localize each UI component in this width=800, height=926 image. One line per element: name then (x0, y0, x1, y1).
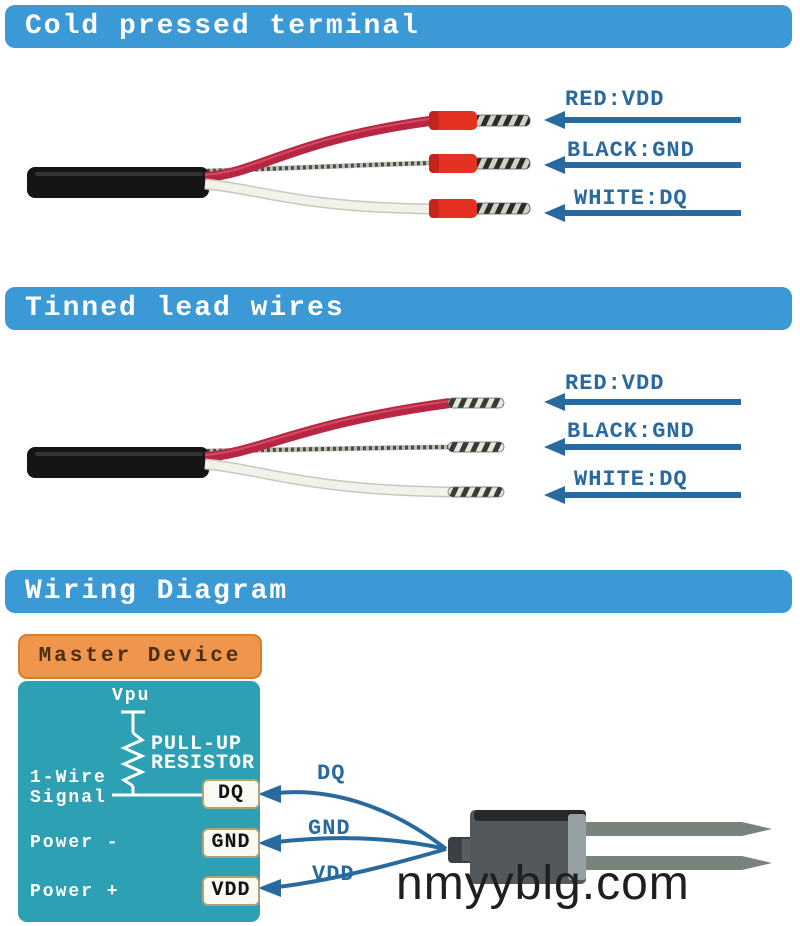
left-arrow-icon (544, 438, 741, 456)
cable-photo-tinned-lead-wires (27, 397, 505, 498)
curve-arrowheads (258, 785, 281, 897)
pin-vdd: VDD (202, 876, 260, 906)
curve-label-dq: DQ (317, 761, 346, 786)
left-arrow-icon (544, 486, 741, 504)
wire-label-black-gnd: BLACK:GND (567, 419, 695, 444)
arrowhead (544, 438, 565, 456)
white-wire (204, 460, 451, 496)
sensor-nub-face (462, 839, 470, 861)
wire-label-white-dq: WHITE:DQ (574, 467, 688, 492)
wire-label-red-vdd: RED:VDD (565, 371, 665, 396)
power-plus-label: Power + (30, 882, 120, 902)
arrowhead (544, 393, 565, 411)
red-ferrule (429, 111, 477, 130)
arrow-shaft (561, 399, 741, 405)
red-ferrule-collar (429, 154, 439, 173)
left-arrow-icon (544, 111, 741, 129)
tinned-tip (447, 486, 505, 498)
watermark-text: nmyyblg.com (396, 857, 690, 910)
red-ferrule (429, 154, 477, 173)
sensor-body (470, 810, 586, 884)
arrowhead (258, 879, 281, 897)
arrow-shaft (561, 444, 741, 450)
red-ferrule (429, 199, 477, 218)
left-arrow-icon (544, 156, 741, 174)
arrowhead (544, 486, 565, 504)
probe-prong-top (580, 822, 772, 836)
terminal-pin (472, 114, 531, 127)
red-wire (204, 116, 431, 182)
wiring-schematic (112, 710, 772, 897)
pullup-label-line1: PULL-UP (151, 733, 243, 756)
arrow-shaft (561, 492, 741, 498)
probe-prong-bottom (580, 856, 772, 870)
red-wire-highlight (204, 118, 431, 176)
white-wire (204, 180, 431, 213)
left-arrow-icon (544, 204, 741, 222)
cable-photo-cold-pressed-terminal (27, 111, 531, 218)
curve-label-vdd: VDD (312, 862, 355, 887)
pin-dq: DQ (202, 779, 260, 809)
master-device-label: Master Device (38, 645, 242, 668)
left-arrow-icon (544, 393, 741, 411)
gnd-curve (276, 836, 447, 851)
red-wire (204, 398, 451, 462)
section-header-wiring-diagram: Wiring Diagram (5, 570, 792, 613)
sensor-probe-photo (448, 810, 772, 884)
terminal-pin (472, 202, 531, 215)
one-wire-signal-label-line1: 1-Wire (30, 768, 107, 788)
sensor-body-top (474, 810, 586, 821)
power-minus-label: Power - (30, 833, 120, 853)
section-header-tinned-wires: Tinned lead wires (5, 287, 792, 330)
pullup-label-line2: RESISTOR (151, 752, 256, 775)
section-title: Wiring Diagram (25, 576, 289, 607)
arrowhead (544, 156, 565, 174)
red-ferrule-collar (429, 111, 439, 130)
cable-highlight (35, 172, 203, 176)
master-device-box: Master Device (18, 634, 262, 679)
arrow-shaft (561, 210, 741, 216)
wire-label-black-gnd: BLACK:GND (567, 138, 695, 163)
arrowhead (258, 834, 281, 852)
terminal-pin (472, 157, 531, 170)
arrowhead (544, 204, 565, 222)
tinned-tip (447, 397, 505, 409)
section-title: Cold pressed terminal (25, 11, 420, 42)
vdd-curve (276, 847, 447, 889)
arrowhead (544, 111, 565, 129)
red-ferrules (429, 111, 477, 218)
pin-gnd: GND (202, 828, 260, 858)
black-cable (27, 167, 209, 198)
arrow-shaft (561, 117, 741, 123)
red-wire-highlight (204, 400, 451, 456)
section-title: Tinned lead wires (25, 293, 345, 324)
cable-highlight (35, 452, 203, 456)
vpu-label: Vpu (112, 686, 151, 706)
dq-curve (276, 790, 448, 851)
wire-label-white-dq: WHITE:DQ (574, 186, 688, 211)
pullup-resistor-symbol (112, 710, 202, 797)
section-header-cold-pressed: Cold pressed terminal (5, 5, 792, 48)
wire-label-red-vdd: RED:VDD (565, 87, 665, 112)
sensor-body-face (568, 814, 586, 880)
connection-curves (276, 790, 448, 889)
arrowhead (258, 785, 281, 803)
red-ferrule-collar (429, 199, 439, 218)
arrow-shaft (561, 162, 741, 168)
tinned-tip (447, 441, 505, 453)
curve-label-gnd: GND (308, 816, 351, 841)
black-cable (27, 447, 209, 478)
one-wire-signal-label-line2: Signal (30, 788, 107, 808)
